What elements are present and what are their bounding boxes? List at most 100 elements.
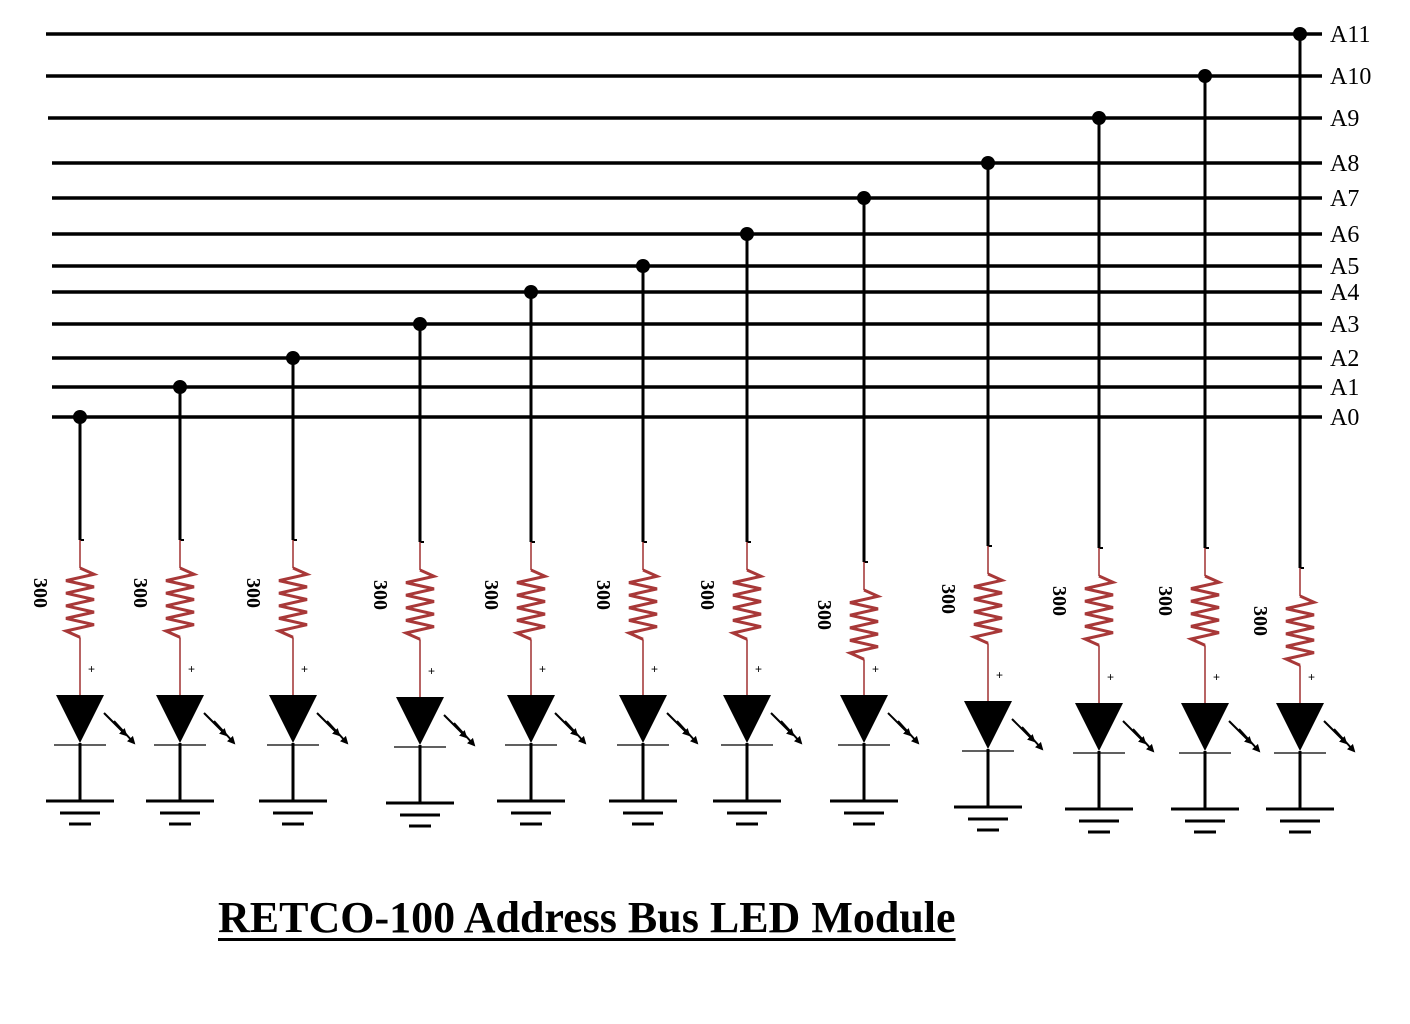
resistor-value: 300	[369, 580, 391, 610]
channel-a0: 300 +	[29, 410, 136, 826]
emission-arrow	[453, 722, 476, 747]
resistor	[1080, 574, 1118, 647]
resistor	[61, 566, 99, 639]
ground-icon	[1266, 807, 1334, 834]
resistor-value: 300	[480, 580, 502, 610]
led-diode	[964, 701, 1012, 749]
led-diode	[619, 695, 667, 743]
emission-arrow	[897, 720, 920, 745]
polarity-marker: +	[428, 664, 435, 678]
channel-a2: 300 +	[242, 351, 349, 826]
resistor	[969, 572, 1007, 645]
led-diode	[269, 695, 317, 743]
polarity-marker: +	[996, 668, 1003, 682]
polarity-marker: +	[651, 662, 658, 676]
polarity-marker: +	[1107, 670, 1114, 684]
polarity-marker: +	[755, 662, 762, 676]
resistor-value: 300	[813, 600, 835, 630]
channel-a6: 300 +	[696, 227, 803, 826]
channel-a9: 300 +	[1048, 111, 1155, 834]
emission-arrow	[326, 720, 349, 745]
bus-label-a11: A11	[1330, 22, 1370, 48]
channel-a8: 300 +	[937, 156, 1044, 832]
bus-label-a10: A10	[1330, 64, 1371, 90]
channel-a4: 300 +	[480, 285, 587, 826]
resistor	[1281, 594, 1319, 667]
ground-icon	[259, 799, 327, 826]
ground-icon	[46, 799, 114, 826]
bus-label-a5: A5	[1330, 254, 1359, 280]
ground-icon	[1065, 807, 1133, 834]
led-diode	[396, 697, 444, 745]
led-diode	[1075, 703, 1123, 751]
polarity-marker: +	[188, 662, 195, 676]
emission-arrow	[113, 720, 136, 745]
polarity-marker: +	[872, 662, 879, 676]
led-diode	[56, 695, 104, 743]
ground-icon	[954, 805, 1022, 832]
emission-arrow	[1333, 728, 1356, 753]
led-diode	[156, 695, 204, 743]
channel-a5: 300 +	[592, 259, 699, 826]
led-channels: 300 +300 +300 +300 +300 +300 +300 +300 +300 +300 +…	[29, 27, 1356, 834]
led-diode	[1181, 703, 1229, 751]
polarity-marker: +	[1213, 670, 1220, 684]
led-diode	[1276, 703, 1324, 751]
bus-label-a8: A8	[1330, 151, 1359, 177]
resistor-value: 300	[592, 580, 614, 610]
resistor	[845, 588, 883, 661]
resistor-value: 300	[129, 578, 151, 608]
resistor	[624, 568, 662, 641]
emission-arrow	[1021, 726, 1044, 751]
emission-arrow	[213, 720, 236, 745]
bus-label-a1: A1	[1330, 375, 1359, 401]
resistor	[161, 566, 199, 639]
bus-label-a0: A0	[1330, 405, 1359, 431]
polarity-marker: +	[301, 662, 308, 676]
resistor-value: 300	[1249, 606, 1271, 636]
emission-arrow	[564, 720, 587, 745]
resistor-value: 300	[1154, 586, 1176, 616]
bus-label-a7: A7	[1330, 186, 1359, 212]
resistor-value: 300	[29, 578, 51, 608]
resistor	[1186, 574, 1224, 647]
resistor-value: 300	[696, 580, 718, 610]
channel-a10: 300 +	[1154, 69, 1261, 834]
ground-icon	[609, 799, 677, 826]
polarity-marker: +	[88, 662, 95, 676]
bus-label-a9: A9	[1330, 106, 1359, 132]
bus-label-a3: A3	[1330, 312, 1359, 338]
ground-icon	[386, 801, 454, 828]
led-diode	[723, 695, 771, 743]
bus-label-a2: A2	[1330, 346, 1359, 372]
resistor	[401, 568, 439, 641]
bus-label-a6: A6	[1330, 222, 1359, 248]
channel-a11: 300 +	[1249, 27, 1356, 834]
resistor-value: 300	[1048, 586, 1070, 616]
polarity-marker: +	[1308, 670, 1315, 684]
polarity-marker: +	[539, 662, 546, 676]
ground-icon	[497, 799, 565, 826]
diagram-title: RETCO-100 Address Bus LED Module	[218, 893, 956, 942]
led-diode	[840, 695, 888, 743]
emission-arrow	[676, 720, 699, 745]
resistor-value: 300	[937, 584, 959, 614]
led-diode	[507, 695, 555, 743]
ground-icon	[146, 799, 214, 826]
emission-arrow	[780, 720, 803, 745]
resistor	[274, 566, 312, 639]
resistor-value: 300	[242, 578, 264, 608]
ground-icon	[713, 799, 781, 826]
bus-label-a4: A4	[1330, 280, 1359, 306]
resistor	[728, 568, 766, 641]
ground-icon	[1171, 807, 1239, 834]
channel-a1: 300 +	[129, 380, 236, 826]
emission-arrow	[1238, 728, 1261, 753]
ground-icon	[830, 799, 898, 826]
channel-a3: 300 +	[369, 317, 476, 828]
resistor	[512, 568, 550, 641]
emission-arrow	[1132, 728, 1155, 753]
channel-a7: 300 +	[813, 191, 920, 826]
